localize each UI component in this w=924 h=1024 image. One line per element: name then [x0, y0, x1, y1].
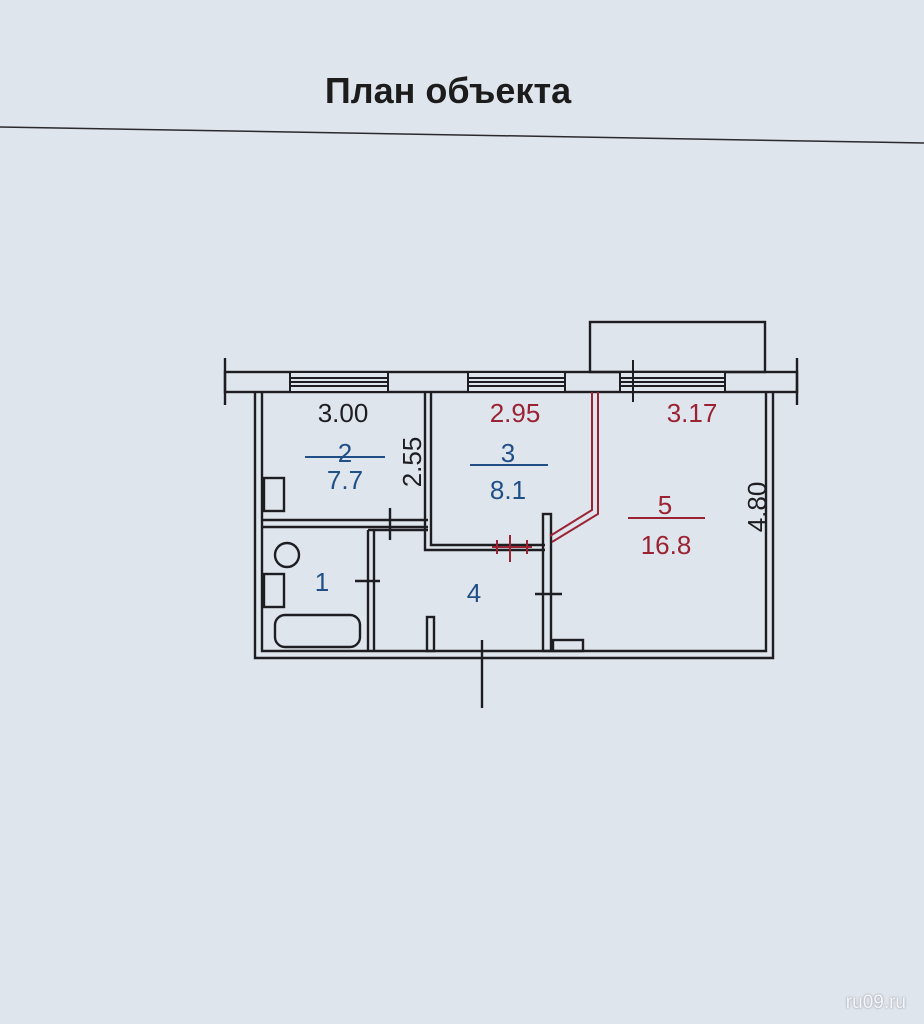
- page-title: План объекта: [324, 70, 572, 111]
- interior-walls: [262, 392, 585, 708]
- title-rule: [0, 126, 924, 144]
- room-5-width: 3.17: [667, 398, 718, 428]
- room-3-width: 2.95: [490, 398, 541, 428]
- bathroom-fixtures: [262, 476, 362, 649]
- exterior-walls: [253, 392, 775, 660]
- windows: [289, 360, 726, 402]
- room-5-area: 16.8: [641, 530, 692, 560]
- room-2-number: 2: [338, 438, 352, 468]
- room-3-area: 8.1: [490, 475, 526, 505]
- room-5-number: 5: [658, 490, 672, 520]
- room-2-width: 3.00: [318, 398, 369, 428]
- balcony: [588, 320, 767, 374]
- room-4-number: 4: [467, 578, 481, 608]
- room-2-area: 7.7: [327, 465, 363, 495]
- room-1-number: 1: [315, 567, 329, 597]
- watermark: ru09.ru: [845, 992, 906, 1013]
- room-2-depth: 2.55: [397, 437, 427, 488]
- red-partition: [492, 392, 599, 562]
- room-5-depth: 4.80: [742, 482, 772, 533]
- room-3-number: 3: [501, 438, 515, 468]
